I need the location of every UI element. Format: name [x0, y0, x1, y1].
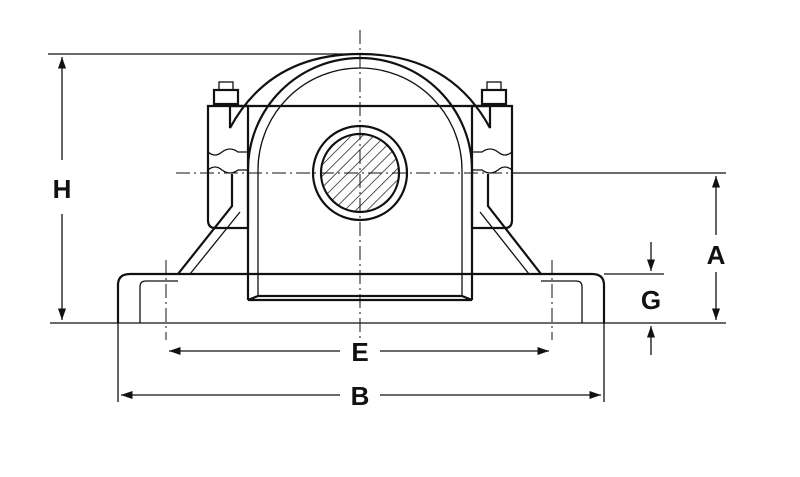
housing-pedestal — [177, 174, 542, 275]
base-plate — [116, 272, 606, 323]
label-a: A — [707, 240, 726, 270]
dimension-b: B — [117, 323, 605, 411]
dimension-a: A — [512, 172, 726, 320]
label-b: B — [351, 381, 370, 411]
label-e: E — [351, 337, 368, 367]
label-g: G — [641, 285, 661, 315]
bolt-lug-right — [470, 81, 514, 230]
dimension-g: G — [604, 242, 664, 355]
dimension-e: E — [169, 337, 549, 367]
bolt-lug-left — [206, 81, 250, 230]
label-h: H — [53, 174, 72, 204]
centerlines — [165, 30, 553, 340]
dimension-h: H — [48, 53, 356, 320]
